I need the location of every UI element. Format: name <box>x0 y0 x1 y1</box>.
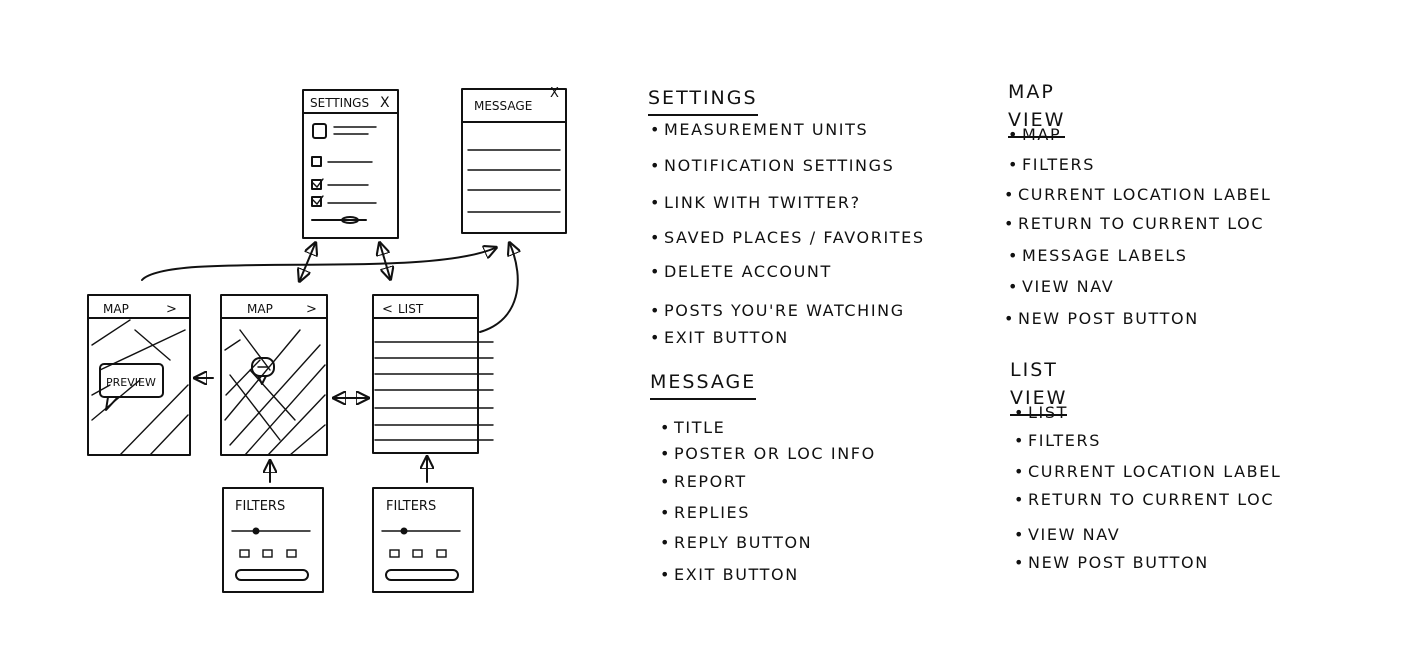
list-wireframe: < LIST <box>372 294 494 454</box>
list-item: MESSAGE LABELS <box>1008 246 1188 265</box>
filters-right-title: FILTERS <box>386 499 436 514</box>
list-item: REPORT <box>660 472 747 491</box>
close-icon: X <box>550 86 559 101</box>
list-item: RETURN TO CURRENT LOC <box>1004 214 1264 233</box>
filters-left-title: FILTERS <box>235 499 285 514</box>
list-item: RETURN TO CURRENT LOC <box>1014 490 1274 509</box>
list-item: NOTIFICATION SETTINGS <box>650 156 894 175</box>
list-item: CURRENT LOCATION LABEL <box>1004 185 1271 204</box>
message-wireframe: MESSAGE X <box>461 86 567 234</box>
list-item: MEASUREMENT UNITS <box>650 120 868 139</box>
list-item: SAVED PLACES / FAVORITES <box>650 228 925 247</box>
list-item: REPLIES <box>660 503 750 522</box>
list-item: CURRENT LOCATION LABEL <box>1014 462 1281 481</box>
list-item: DELETE ACCOUNT <box>650 262 832 281</box>
settings-wireframe-title: SETTINGS <box>310 96 369 110</box>
message-heading: MESSAGE <box>650 368 757 400</box>
list-item: LIST <box>1014 403 1068 422</box>
preview-bubble-label: PREVIEW <box>106 376 156 389</box>
settings-heading: SETTINGS <box>648 84 758 116</box>
list-item: VIEW NAV <box>1014 525 1120 544</box>
list-item: EXIT BUTTON <box>660 565 799 584</box>
list-item: TITLE <box>660 418 725 437</box>
map-preview-wireframe: MAP > PREVIEW <box>87 294 191 456</box>
list-item: FILTERS <box>1014 431 1101 450</box>
map-preview-title: MAP <box>103 302 129 316</box>
settings-wireframe: SETTINGS X <box>302 89 399 239</box>
connector-arrows <box>141 244 518 483</box>
close-icon: X <box>380 95 390 111</box>
list-item: FILTERS <box>1008 155 1095 174</box>
map-wireframe-title: MAP <box>247 302 273 316</box>
filters-left-wireframe: FILTERS <box>222 487 324 593</box>
list-wireframe-title: LIST <box>398 302 424 316</box>
chevron-left-icon: < <box>382 302 393 317</box>
filters-right-wireframe: FILTERS <box>372 487 474 593</box>
map-wireframe: MAP > <box>220 294 328 456</box>
list-item: POSTER OR LOC INFO <box>660 444 876 463</box>
list-item: VIEW NAV <box>1008 277 1114 296</box>
list-item: MAP <box>1008 125 1061 144</box>
chevron-right-icon: > <box>166 302 177 317</box>
list-item: NEW POST BUTTON <box>1014 553 1209 572</box>
chevron-right-icon: > <box>306 302 317 317</box>
message-wireframe-title: MESSAGE <box>474 99 532 113</box>
list-item: POSTS YOU'RE WATCHING <box>650 301 905 320</box>
list-item: NEW POST BUTTON <box>1004 309 1199 328</box>
list-item: LINK WITH TWITTER? <box>650 193 861 212</box>
list-item: EXIT BUTTON <box>650 328 789 347</box>
list-item: REPLY BUTTON <box>660 533 812 552</box>
